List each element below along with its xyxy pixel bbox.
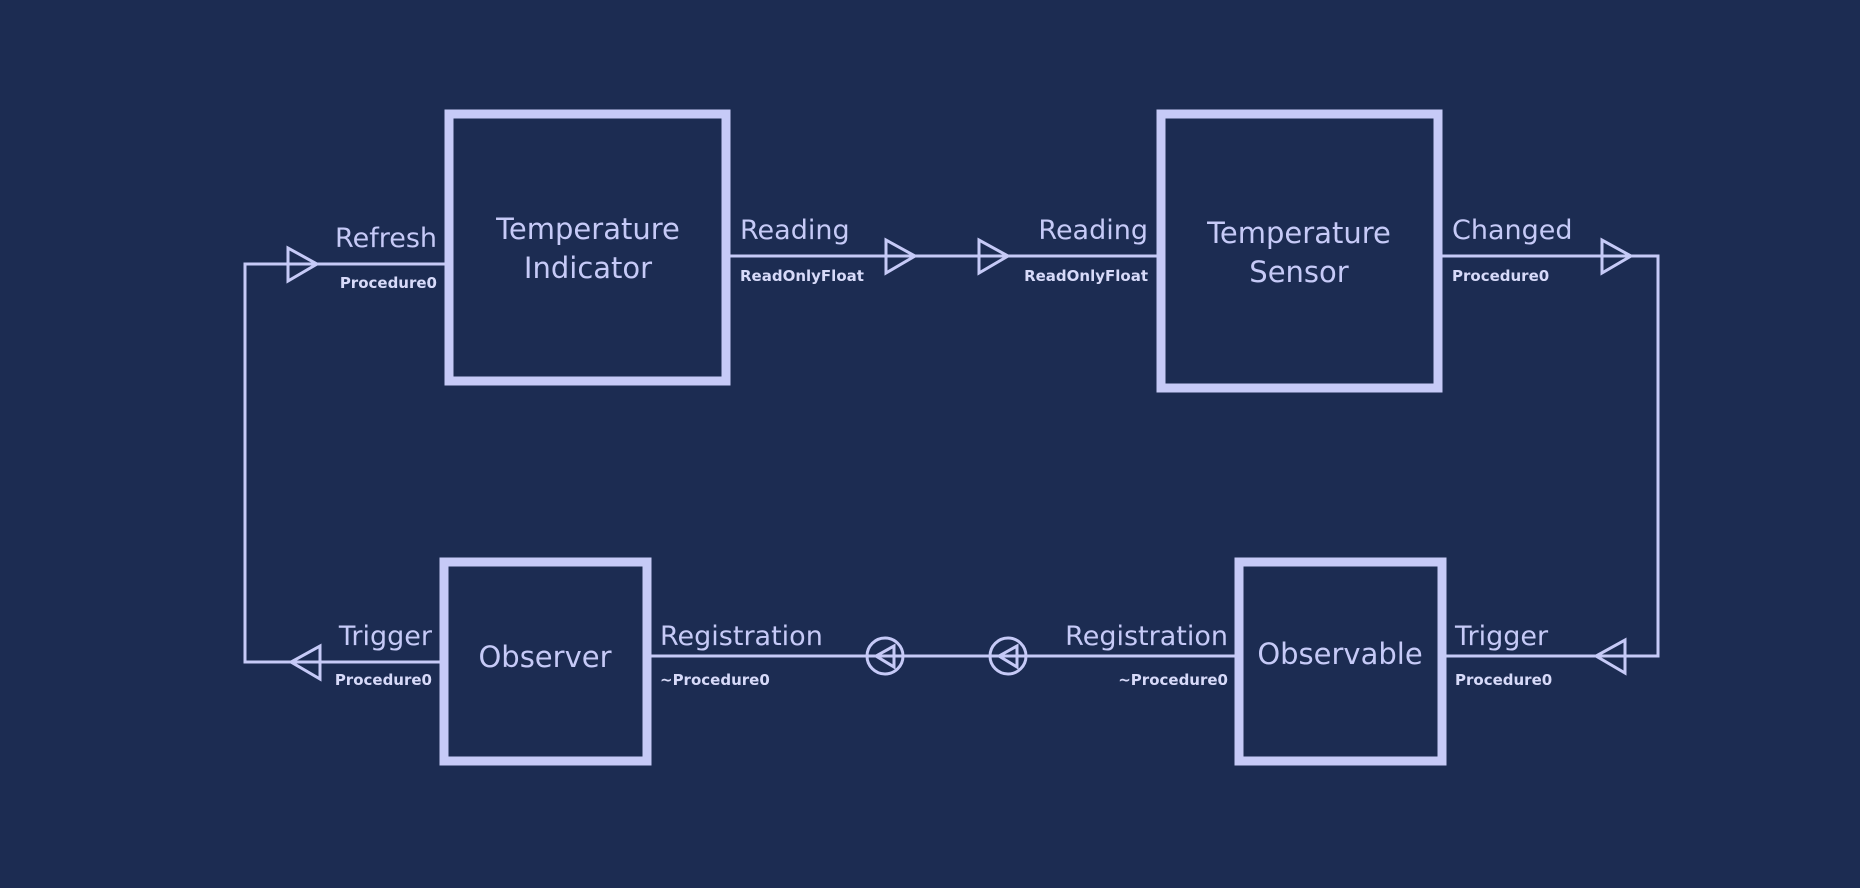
component-label-observable: Observable [1257,637,1422,671]
marker-registration-in-icon [988,636,1028,676]
port-label-sensor-reading-name: Reading [1038,215,1148,246]
component-box-observable[interactable] [1234,557,1447,766]
arrow-reading-out-icon [884,237,919,276]
port-label-observer-registration-type: ~Procedure0 [660,671,770,689]
component-label-temperature-indicator-line1: Temperature [495,212,680,246]
port-label-observer-trigger-name: Trigger [338,621,433,652]
arrow-trigger-in-icon [1592,637,1627,676]
port-label-observable-trigger-type: Procedure0 [1455,671,1552,689]
component-label-temperature-sensor-line2: Sensor [1249,255,1348,289]
port-label-observable-registration-name: Registration [1065,621,1228,652]
port-label-sensor-changed-type: Procedure0 [1452,267,1549,285]
arrow-trigger-out-icon [287,643,322,682]
component-label-observer: Observer [478,640,611,674]
port-label-observer-trigger-type: Procedure0 [335,671,432,689]
wire-changed-to-trigger [1442,254,1660,658]
component-label-temperature-sensor-line1: Temperature [1206,216,1391,250]
port-label-observable-trigger-name: Trigger [1454,621,1549,652]
arrow-reading-in-icon [977,237,1012,276]
port-label-observable-registration-type: ~Procedure0 [1118,671,1228,689]
port-label-indicator-refresh-type: Procedure0 [340,274,437,292]
port-label-observer-registration-name: Registration [660,621,823,652]
component-box-observer[interactable] [439,557,652,766]
component-box-temperature-indicator[interactable] [444,109,731,386]
port-label-sensor-changed-name: Changed [1452,215,1573,246]
arrow-refresh-in-icon [286,245,321,284]
port-label-sensor-reading-type: ReadOnlyFloat [1024,267,1148,285]
port-label-indicator-refresh-name: Refresh [335,223,437,254]
arrow-changed-out-icon [1600,237,1635,276]
component-label-temperature-indicator-line2: Indicator [524,251,652,285]
wire-trigger-to-refresh [243,262,445,664]
marker-registration-out-icon [865,636,905,676]
port-label-indicator-reading-type: ReadOnlyFloat [740,267,864,285]
component-box-temperature-sensor[interactable] [1156,109,1443,393]
port-label-indicator-reading-name: Reading [740,215,850,246]
